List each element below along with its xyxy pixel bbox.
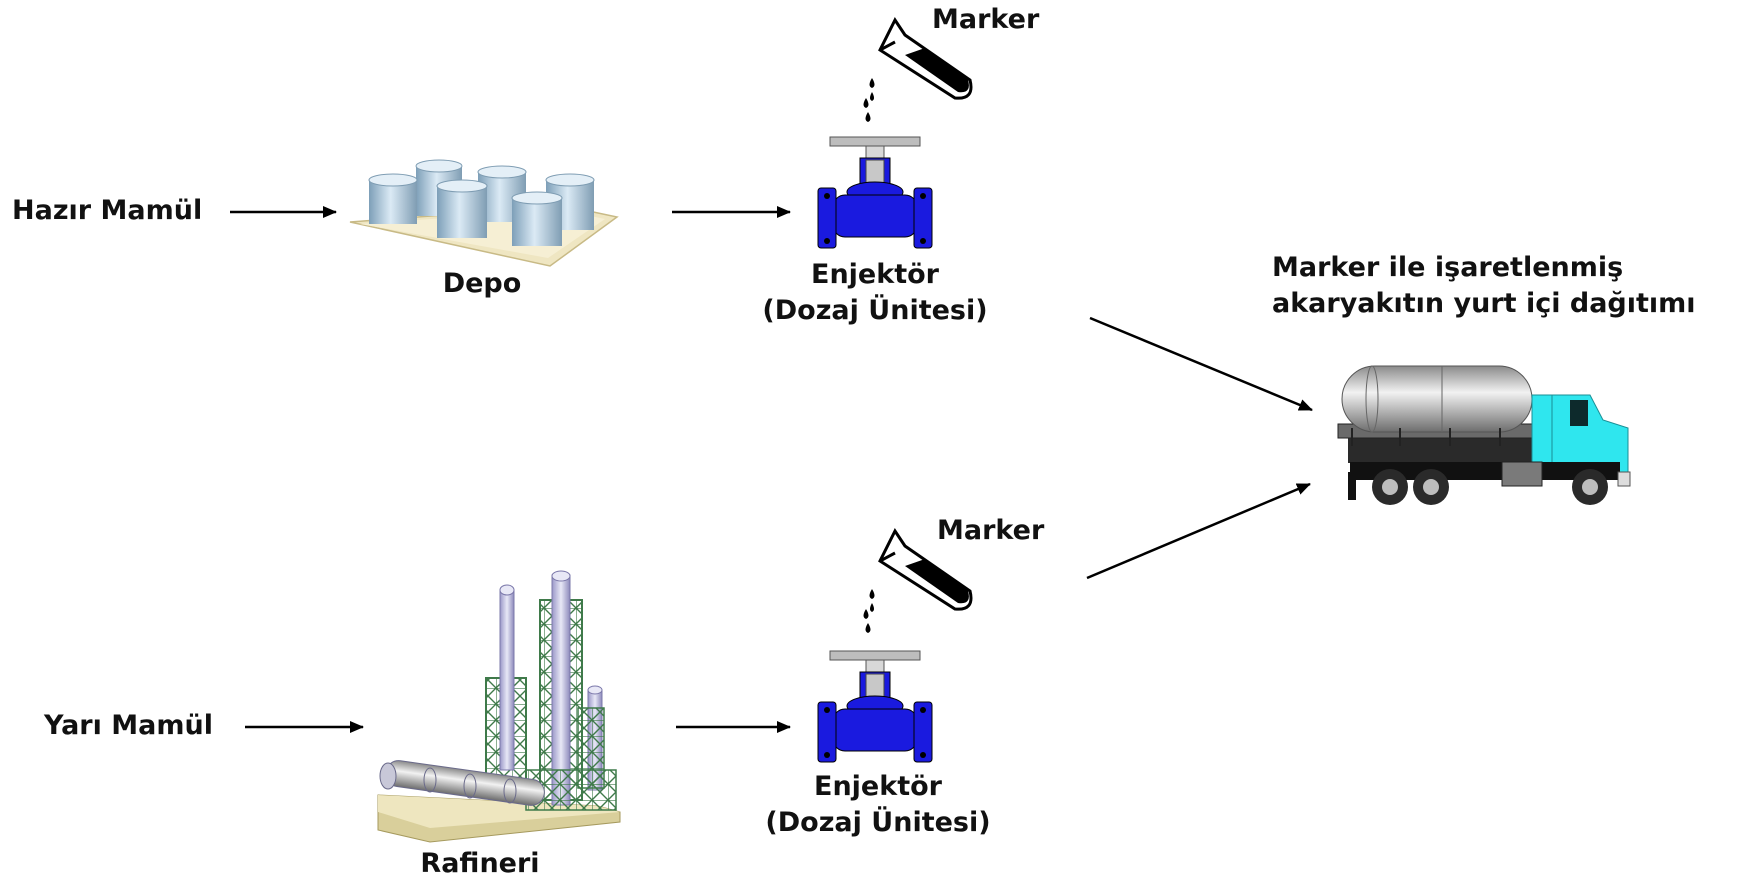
arrow-top-injector-to-truck — [1089, 316, 1313, 412]
output-label-line2: akaryakıtın yurt içi dağıtımı — [1272, 288, 1696, 319]
valve-icon — [817, 650, 933, 763]
injector-label-bottom-line2: (Dozaj Ünitesi) — [765, 807, 991, 838]
injector-label-bottom: Enjektör (Dozaj Ünitesi) — [733, 769, 1023, 841]
test-tube-pouring-icon — [863, 528, 973, 633]
input-label-semi-finished: Yarı Mamül — [44, 710, 213, 741]
tanker-truck-icon — [1337, 365, 1631, 505]
input-label-finished: Hazır Mamül — [12, 195, 203, 226]
output-label-line1: Marker ile işaretlenmiş — [1272, 252, 1624, 283]
test-tube-pouring-icon — [863, 17, 973, 122]
marker-label-top: Marker — [932, 4, 1040, 35]
marker-label-bottom: Marker — [937, 515, 1045, 546]
output-label: Marker ile işaretlenmiş akaryakıtın yurt… — [1272, 250, 1696, 322]
injector-label-top-line1: Enjektör — [811, 259, 939, 290]
valve-icon — [817, 136, 933, 249]
injector-label-top-line2: (Dozaj Ünitesi) — [762, 295, 988, 326]
refinery-label: Rafineri — [420, 848, 540, 879]
injector-label-bottom-line1: Enjektör — [814, 771, 942, 802]
injector-label-top: Enjektör (Dozaj Ünitesi) — [730, 257, 1020, 329]
storage-tanks-icon — [349, 159, 619, 267]
storage-label: Depo — [442, 268, 522, 299]
refinery-icon — [377, 570, 621, 843]
arrow-bottom-injector-to-truck — [1086, 482, 1311, 580]
